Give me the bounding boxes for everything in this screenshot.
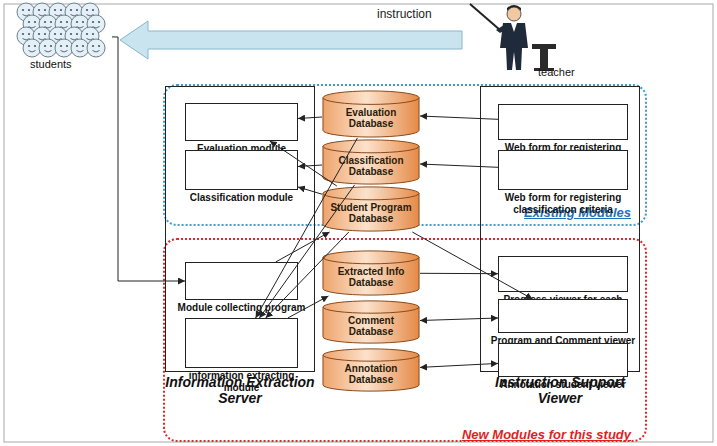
node-label: Web form for registering classification … xyxy=(489,192,637,215)
viewer-box: Instruction Support ViewerWeb form for r… xyxy=(480,86,640,372)
node-label: Student Program Database xyxy=(328,202,414,224)
connector-arrow xyxy=(420,164,498,167)
connector-arrow xyxy=(112,37,185,281)
students-group: students xyxy=(12,2,112,70)
database-cylinder: Extracted Info Database xyxy=(322,250,420,296)
database-cylinder: Comment Database xyxy=(322,300,420,344)
connector-arrow xyxy=(298,187,322,194)
node-label: teacher xyxy=(538,66,575,78)
server-heading: Instruction Support Viewer xyxy=(471,374,649,406)
viewer-box: Annotation student viewer xyxy=(498,343,628,377)
connector-arrow xyxy=(420,273,498,274)
students-illustration xyxy=(17,3,105,57)
server-box: Information Extraction ServerEvaluation … xyxy=(165,86,315,372)
node-label: Evaluation Database xyxy=(328,107,414,129)
connector-arrow xyxy=(270,141,337,186)
node-label: Classification Database xyxy=(328,155,414,177)
web-form-box: Web form for registering standard algori… xyxy=(498,104,628,140)
teacher-illustration xyxy=(470,4,556,71)
database-cylinder: Student Program Database xyxy=(322,186,420,232)
connector-arrow xyxy=(412,232,532,299)
database-cylinder: Annotation Database xyxy=(322,348,420,392)
connector-arrow xyxy=(256,138,358,318)
module-box: Module collecting program xyxy=(185,262,298,300)
connector-arrow xyxy=(266,232,349,318)
viewer-box: Progress viewer for each exercise or ste… xyxy=(498,256,628,292)
node-label: Comment Database xyxy=(328,315,414,337)
connector-arrow xyxy=(298,165,322,167)
node-label: Annotation student viewer xyxy=(489,379,637,391)
teacher-figure: teacher xyxy=(462,2,590,84)
region-label: New Modules for this study xyxy=(462,428,631,441)
node-label: Extracted Info Database xyxy=(328,266,414,288)
connector-arrow xyxy=(259,185,354,318)
module-box: Evaluation module xyxy=(185,103,298,141)
node-label: Classification module xyxy=(176,192,307,204)
database-cylinder: Evaluation Database xyxy=(322,90,420,138)
connector-arrow xyxy=(276,232,330,262)
instruction-arrow xyxy=(120,21,462,59)
database-cylinder: Classification Database xyxy=(322,139,420,185)
connector-arrow xyxy=(420,116,498,119)
connector-arrow xyxy=(420,318,498,321)
connector-arrow xyxy=(298,117,322,119)
module-box: information extracting module xyxy=(185,318,298,368)
viewer-box: Program and Comment viewer xyxy=(498,299,628,333)
connector-arrow xyxy=(420,363,498,367)
node-label: information extracting module xyxy=(176,370,307,393)
module-box: Classification module xyxy=(185,150,298,190)
node-label: Annotation Database xyxy=(328,363,414,385)
edge-label: instruction xyxy=(377,7,432,21)
connector-arrow xyxy=(288,296,329,318)
node-label: students xyxy=(30,58,72,70)
web-form-box: Web form for registering classification … xyxy=(498,150,628,190)
node-label: Module collecting program xyxy=(176,302,307,314)
outer-frame xyxy=(4,4,713,442)
